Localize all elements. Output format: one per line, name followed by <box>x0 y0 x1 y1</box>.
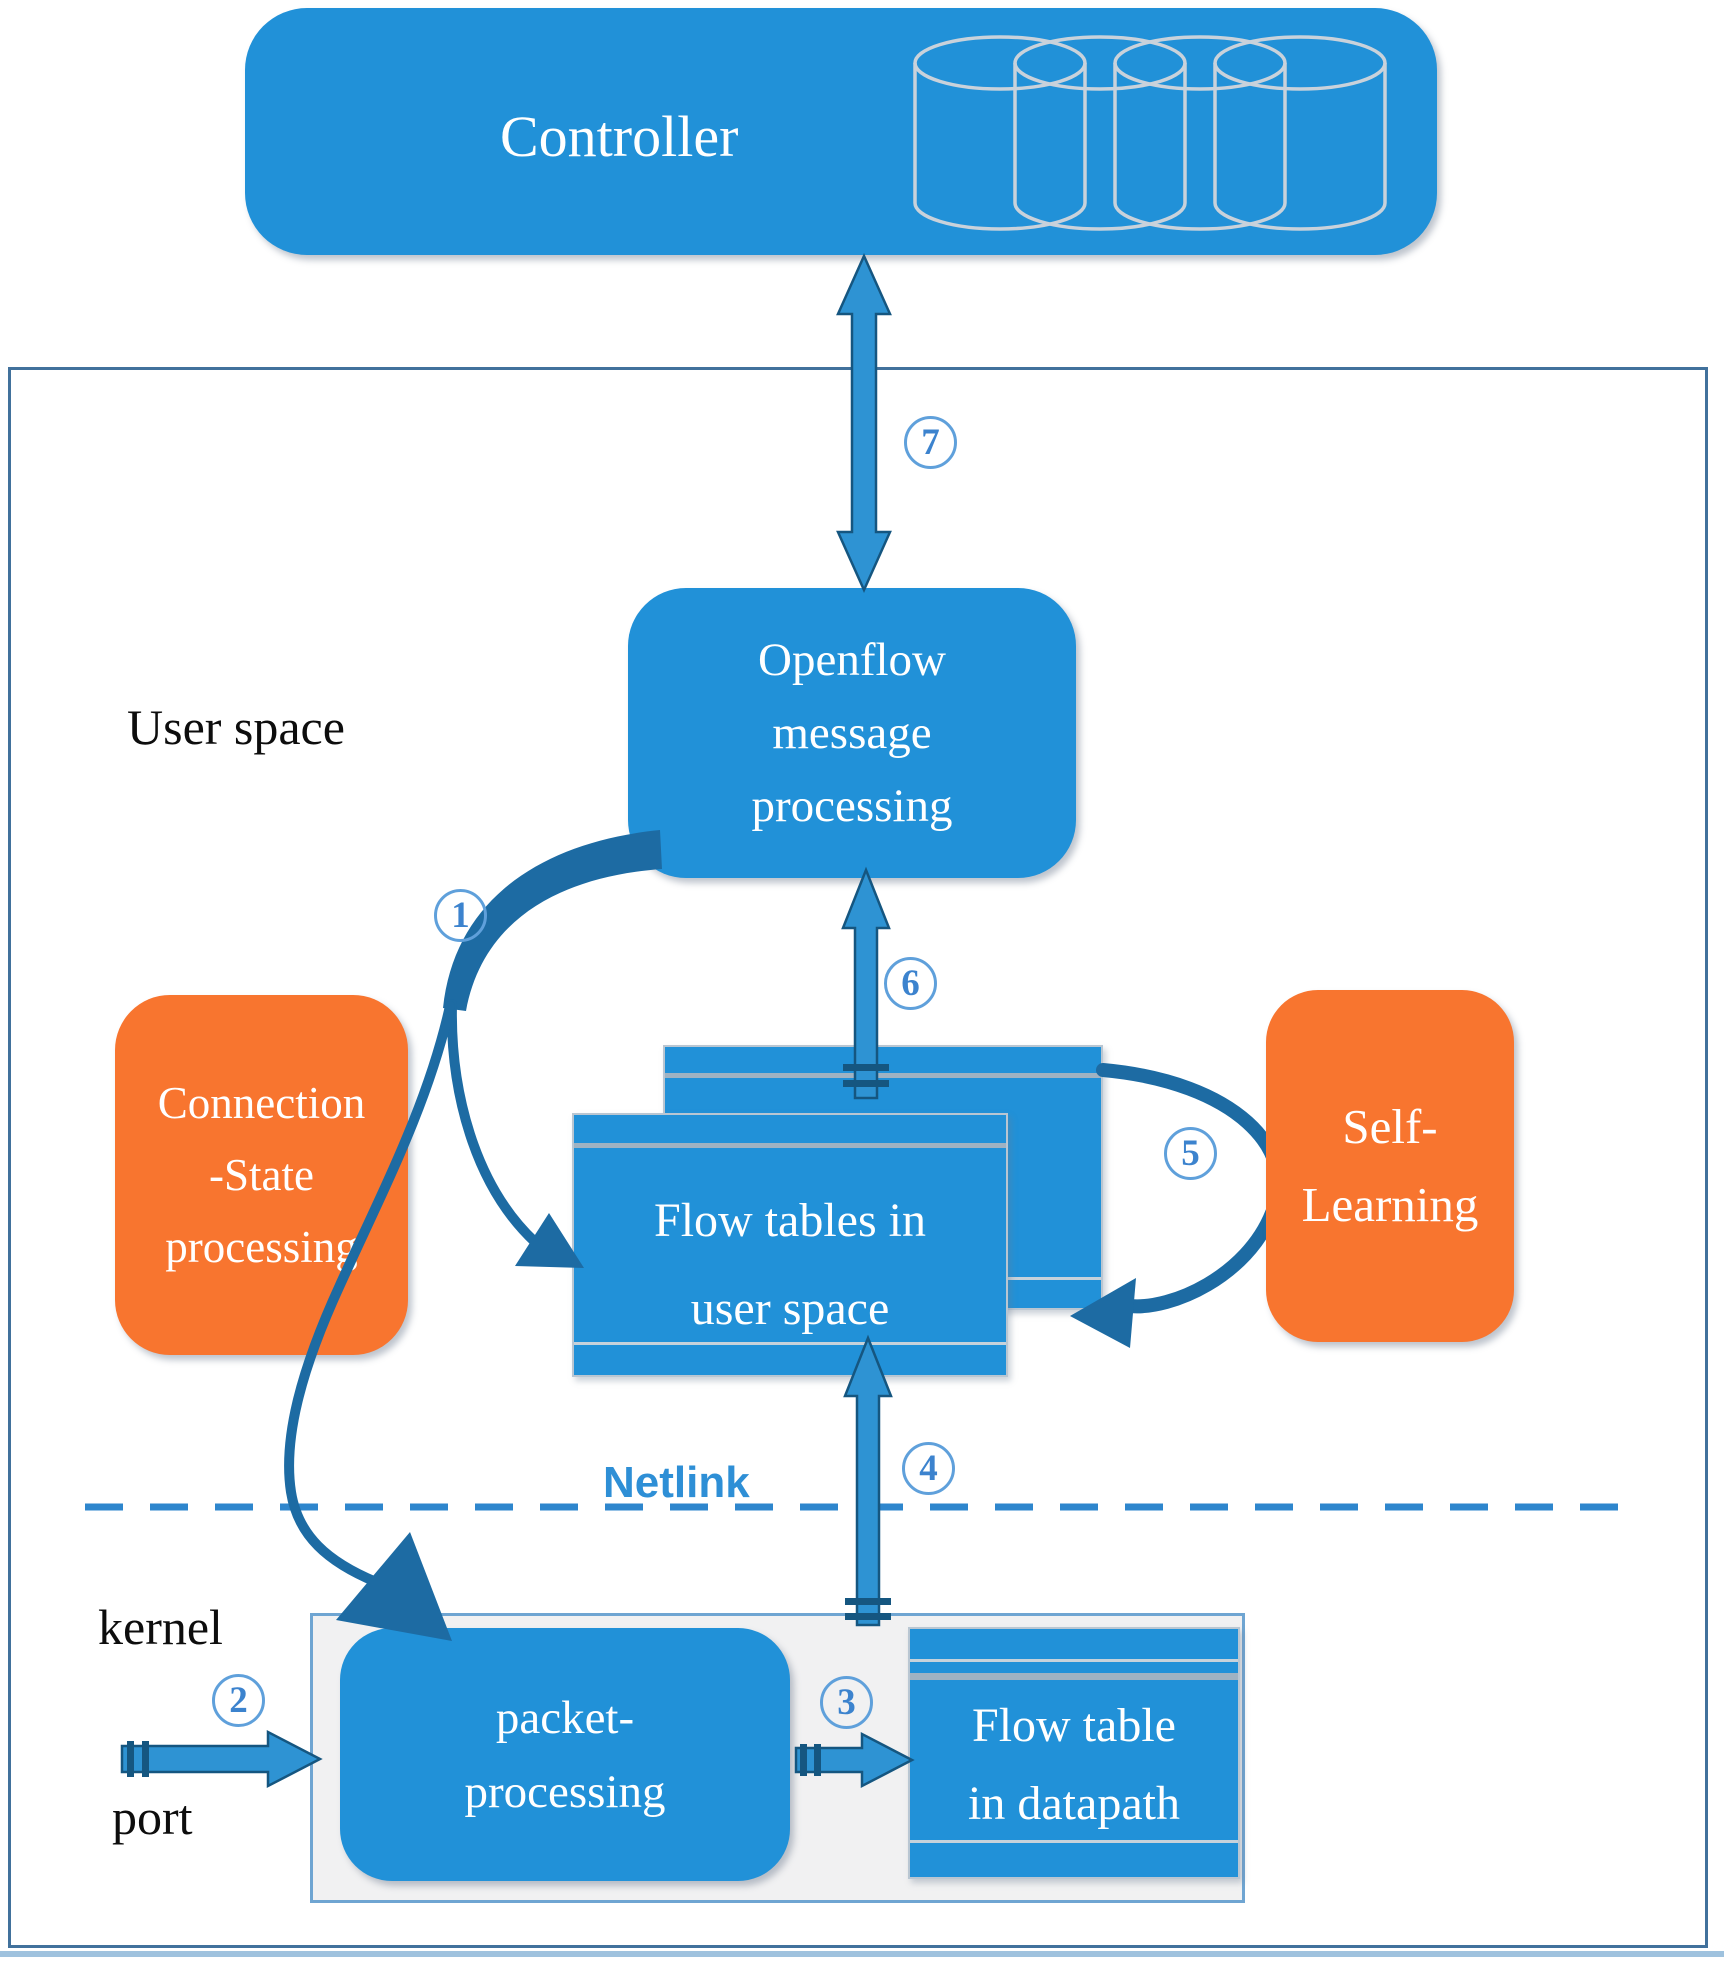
step-6-number: 6 <box>901 963 920 1004</box>
openflow-swoosh-band <box>443 830 662 1011</box>
self-learning-line2: Learning <box>1301 1177 1479 1232</box>
packet-processing-line1: packet- <box>495 1691 635 1744</box>
step-5-number: 5 <box>1181 1133 1200 1174</box>
controller-database-cylinders <box>913 35 1387 231</box>
arrow-tail-tick <box>845 1613 891 1620</box>
step-4-badge: 4 <box>902 1442 955 1495</box>
packet-to-datapath-arrow <box>794 1731 915 1789</box>
packet-processing-line2: processing <box>464 1765 666 1818</box>
flow-table-datapath-box: Flow table in datapath <box>908 1627 1240 1879</box>
connection-state-processing-box: Connection -State processing <box>115 995 408 1355</box>
arrow-tail-tick <box>127 1741 134 1777</box>
openflow-message-processing-box: Openflow message processing <box>628 588 1076 878</box>
table-footer-line <box>910 1840 1238 1843</box>
flow-tables-user-line1: Flow tables in <box>654 1194 926 1247</box>
step-7-number: 7 <box>921 422 940 463</box>
table-header-thick-line <box>910 1673 1238 1680</box>
controller-openflow-double-arrow <box>836 252 892 594</box>
openflow-box-line3: processing <box>751 779 953 832</box>
cylinder-body-icon <box>913 63 1087 231</box>
openflow-box-line2: message <box>772 706 932 759</box>
arrow-tail-tick <box>843 1064 889 1071</box>
flow-table-datapath-line1: Flow table <box>972 1699 1176 1752</box>
self-learning-line1: Self- <box>1342 1099 1438 1154</box>
cylinder-top-icon <box>1013 35 1187 91</box>
table-header-thin-line <box>910 1659 1238 1662</box>
flow-table-user-space-front: Flow tables in user space <box>572 1113 1008 1377</box>
kernel-region-label: kernel <box>98 1599 223 1655</box>
step-6-badge: 6 <box>884 957 937 1010</box>
table-header-line <box>574 1143 1006 1148</box>
arrow-tail-tick <box>814 1744 821 1776</box>
port-label: port <box>112 1789 193 1845</box>
self-learning-box: Self- Learning <box>1266 990 1514 1342</box>
packet-processing-box: packet- processing <box>340 1628 790 1881</box>
step-4-number: 4 <box>919 1448 938 1489</box>
cylinder-top-icon <box>1113 35 1287 91</box>
connection-state-line3: processing <box>165 1222 358 1272</box>
flow-table-datapath-line2: in datapath <box>968 1777 1180 1830</box>
table-footer-line <box>574 1342 1006 1345</box>
flowtables-to-openflow-arrow <box>841 866 891 1100</box>
table-header-line <box>665 1073 1101 1078</box>
cylinder-body-icon <box>1213 63 1387 231</box>
arrow-tail-tick <box>142 1741 149 1777</box>
arrow-tail-tick <box>800 1744 807 1776</box>
flowtables-branch-arrowhead-icon <box>515 1213 584 1268</box>
connection-state-line1: Connection <box>157 1078 366 1128</box>
cylinder-body-icon <box>1013 63 1187 231</box>
netlink-label: Netlink <box>603 1458 750 1507</box>
step-2-badge: 2 <box>212 1674 265 1727</box>
step-3-number: 3 <box>837 1682 856 1723</box>
step-1-badge: 1 <box>434 889 487 942</box>
controller-box: Controller <box>245 8 1437 255</box>
flow-tables-user-line2: user space <box>690 1282 890 1335</box>
swoosh-branch-to-flowtables <box>446 999 540 1247</box>
step-7-badge: 7 <box>904 416 957 469</box>
self-learning-loop-arrowhead-icon <box>1070 1278 1136 1348</box>
port-to-packet-processing-arrow <box>120 1729 323 1789</box>
controller-label: Controller <box>500 104 739 169</box>
connection-state-line2: -State <box>209 1150 314 1200</box>
cylinder-top-icon <box>1213 35 1387 91</box>
step-2-number: 2 <box>229 1680 248 1721</box>
step-3-badge: 3 <box>820 1676 873 1729</box>
kernel-to-flowtables-arrow <box>843 1334 893 1627</box>
cylinder-top-icon <box>913 35 1087 91</box>
arrow-tail-tick <box>845 1598 891 1605</box>
arrow-tail-tick <box>843 1080 889 1087</box>
step-1-number: 1 <box>451 895 470 936</box>
kernel-branch-arrowhead-icon <box>336 1532 452 1641</box>
user-space-region-label: User space <box>127 699 345 755</box>
openflow-box-line1: Openflow <box>758 633 946 686</box>
cylinder-body-icon <box>1113 63 1287 231</box>
swoosh-branch-to-kernel <box>284 1001 455 1587</box>
bottom-accent-line <box>0 1951 1724 1957</box>
database-cylinder-icon <box>913 35 1387 231</box>
step-5-badge: 5 <box>1164 1127 1217 1180</box>
